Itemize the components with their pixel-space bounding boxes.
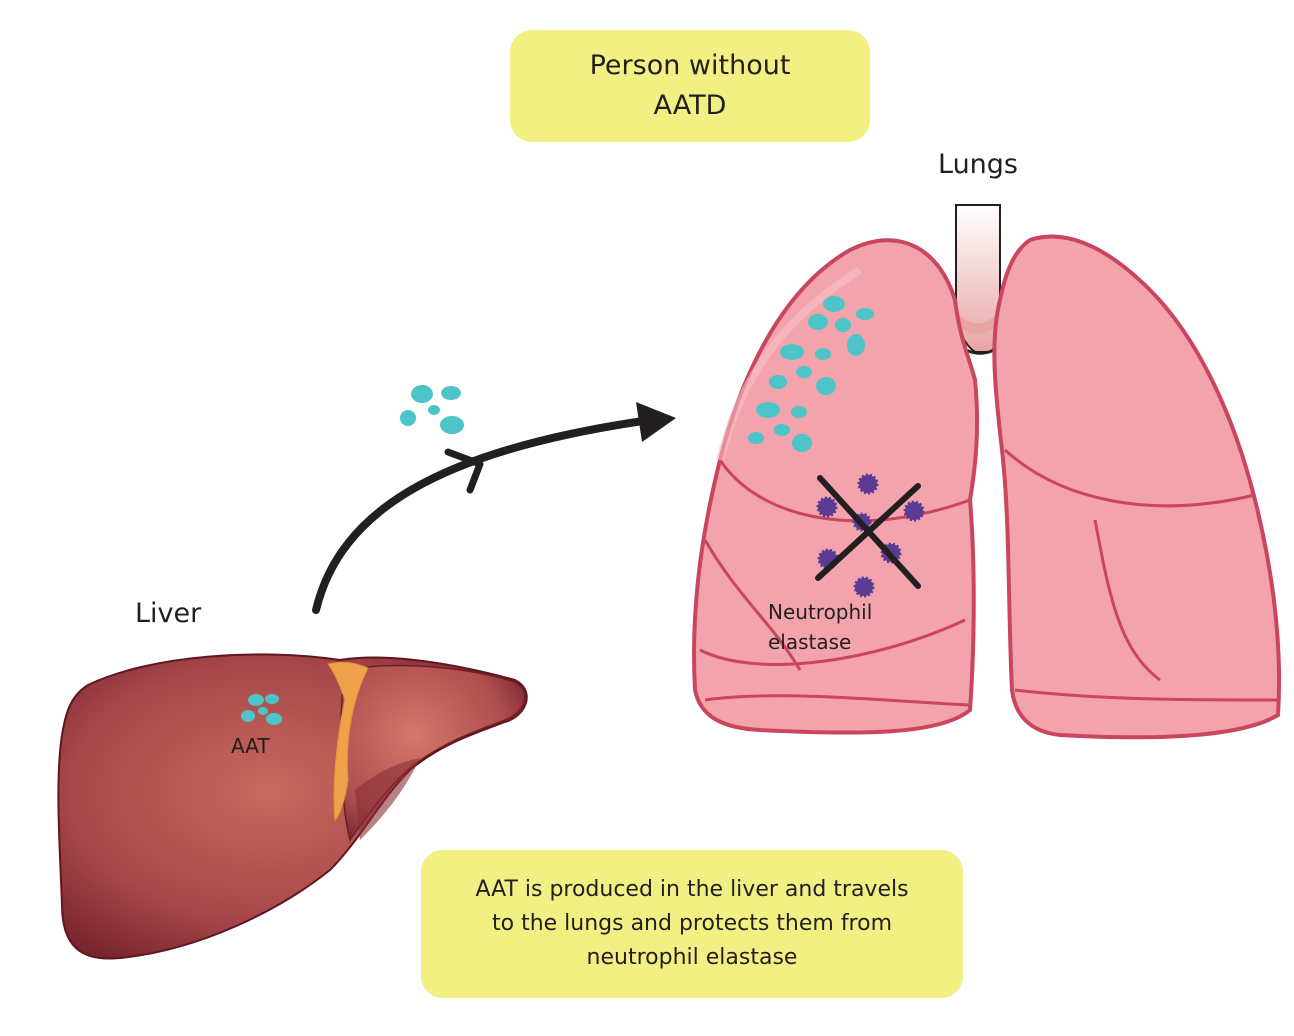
neutrophil-elastase-label: Neutrophil elastase: [768, 597, 872, 657]
caption-line-2: to the lungs and protects them from: [491, 911, 893, 936]
aat-label: AAT: [231, 734, 270, 758]
aat-particles-liver: [241, 694, 282, 725]
title-line-1: Person without: [589, 50, 791, 81]
caption-box: AAT is produced in the liver and travels…: [421, 850, 963, 998]
caption-line-1: AAT is produced in the liver and travels: [475, 877, 909, 902]
aat-particles-lung: [748, 296, 874, 452]
liver-label: Liver: [135, 598, 202, 629]
neutrophil-label-line-2: elastase: [768, 630, 852, 654]
title-box: Person without AATD: [510, 30, 870, 142]
travel-arrow: [312, 402, 676, 614]
aat-particles-travel: [400, 385, 464, 434]
lungs-illustration: [692, 204, 1282, 740]
title-line-2: AATD: [653, 90, 727, 121]
lungs-label: Lungs: [938, 149, 1018, 180]
caption-line-3: neutrophil elastase: [586, 945, 798, 970]
blocked-x-mark: [815, 475, 921, 589]
neutrophil-label-line-1: Neutrophil: [768, 600, 873, 624]
liver-illustration: [57, 653, 528, 960]
